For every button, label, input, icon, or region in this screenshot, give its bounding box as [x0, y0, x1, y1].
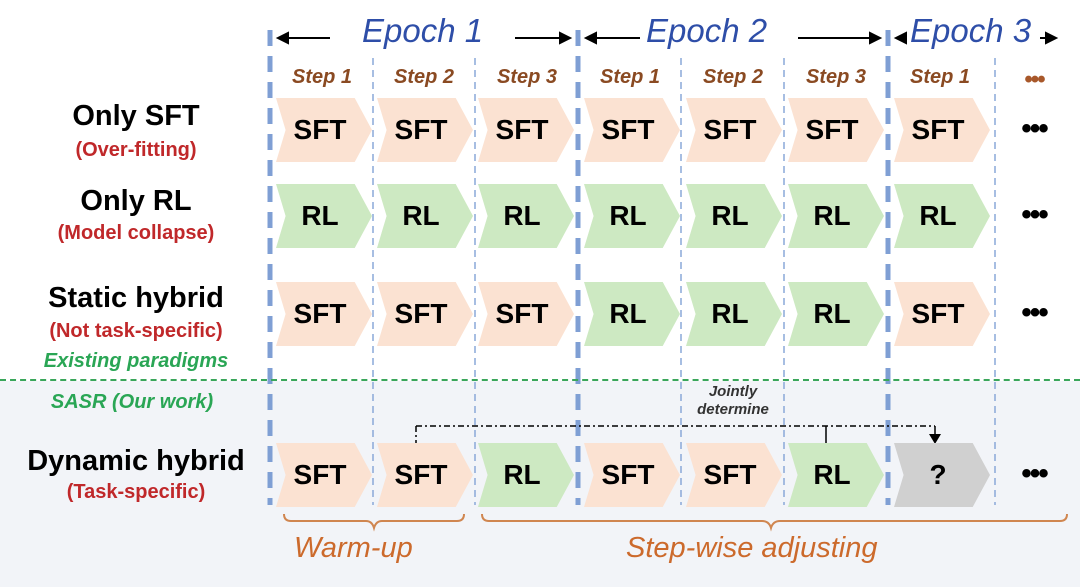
stage-chevron-static-hybrid: SFT	[377, 282, 473, 346]
step-ellipsis: •••	[1024, 66, 1045, 93]
stage-chevron-static-hybrid: SFT	[478, 282, 574, 346]
row-subtitle-static-hybrid: (Not task-specific)	[49, 320, 223, 342]
stage-chevron-dynamic-hybrid: ?	[894, 443, 990, 507]
jointly-line-2: determine	[697, 401, 769, 418]
jointly-determine-label: Jointly determine	[663, 383, 803, 419]
stage-chevron-only-rl: RL	[584, 184, 680, 248]
row-title-dynamic-hybrid: Dynamic hybrid	[27, 445, 245, 477]
adjusting-brace	[481, 513, 1068, 532]
step-label: Step 1	[599, 66, 661, 88]
paradigm-separator	[0, 379, 1080, 381]
step-label: Step 2	[702, 66, 764, 88]
row-title-static-hybrid: Static hybrid	[48, 282, 224, 314]
stage-chevron-dynamic-hybrid: RL	[478, 443, 574, 507]
stage-chevron-only-sft: SFT	[788, 98, 884, 162]
stage-chevron-static-hybrid: RL	[686, 282, 782, 346]
row-ellipsis: •••	[1021, 198, 1049, 231]
stage-chevron-only-sft: SFT	[276, 98, 372, 162]
stage-chevron-static-hybrid: SFT	[276, 282, 372, 346]
stage-chevron-static-hybrid: RL	[788, 282, 884, 346]
row-subtitle-only-sft: (Over-fitting)	[75, 139, 197, 161]
row-ellipsis: •••	[1021, 457, 1049, 490]
connector-arrowhead	[929, 434, 941, 444]
epoch-arrows	[275, 31, 1059, 45]
row-ellipsis: •••	[1021, 112, 1049, 145]
stage-chevron-dynamic-hybrid: SFT	[377, 443, 473, 507]
step-label: Step 1	[909, 66, 971, 88]
adjusting-label: Step-wise adjusting	[626, 532, 878, 564]
existing-paradigms-label: Existing paradigms	[43, 350, 229, 372]
step-label: Step 2	[393, 66, 455, 88]
row-title-only-rl: Only RL	[80, 185, 192, 217]
stage-chevron-only-rl: RL	[788, 184, 884, 248]
epoch-label-3: Epoch 3	[910, 12, 1032, 49]
our-work-label: SASR (Our work)	[50, 391, 214, 413]
stage-chevron-dynamic-hybrid: SFT	[276, 443, 372, 507]
row-subtitle-dynamic-hybrid: (Task-specific)	[66, 481, 206, 503]
stage-chevron-only-rl: RL	[478, 184, 574, 248]
stage-chevron-only-rl: RL	[686, 184, 782, 248]
row-title-only-sft: Only SFT	[72, 100, 200, 132]
stage-chevron-dynamic-hybrid: RL	[788, 443, 884, 507]
stage-chevron-static-hybrid: RL	[584, 282, 680, 346]
stage-chevron-only-sft: SFT	[894, 98, 990, 162]
epoch-label-1: Epoch 1	[362, 12, 484, 49]
stage-chevron-only-rl: RL	[377, 184, 473, 248]
stage-chevron-only-sft: SFT	[377, 98, 473, 162]
step-label: Step 1	[291, 66, 353, 88]
step-label: Step 3	[496, 66, 558, 88]
jointly-determine-connector	[415, 425, 936, 443]
step-label: Step 3	[805, 66, 867, 88]
warmup-brace	[283, 513, 465, 532]
epoch-label-2: Epoch 2	[646, 12, 768, 49]
stage-chevron-dynamic-hybrid: SFT	[686, 443, 782, 507]
stage-chevron-only-sft: SFT	[478, 98, 574, 162]
row-subtitle-only-rl: (Model collapse)	[57, 222, 215, 244]
stage-chevron-only-rl: RL	[276, 184, 372, 248]
jointly-line-1: Jointly	[708, 383, 758, 400]
stage-chevron-dynamic-hybrid: SFT	[584, 443, 680, 507]
stage-chevron-only-sft: SFT	[584, 98, 680, 162]
stage-chevron-only-rl: RL	[894, 184, 990, 248]
stage-chevron-static-hybrid: SFT	[894, 282, 990, 346]
warmup-label: Warm-up	[294, 532, 413, 564]
row-ellipsis: •••	[1021, 296, 1049, 329]
stage-chevron-only-sft: SFT	[686, 98, 782, 162]
